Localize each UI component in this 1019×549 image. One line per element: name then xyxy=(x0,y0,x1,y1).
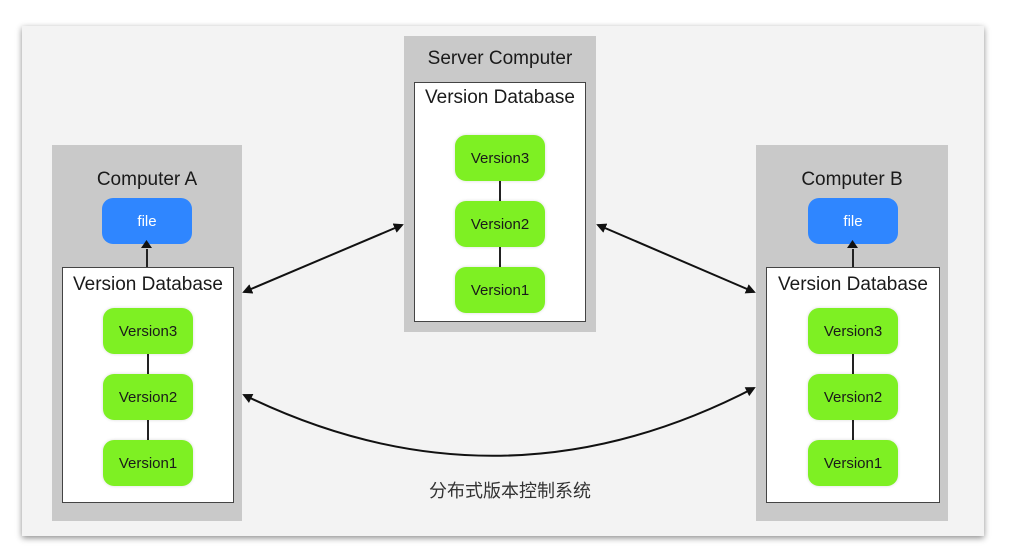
computer-b-version-database: Version Database Version3 Version2 Versi… xyxy=(766,267,940,503)
computer-b-connector-1 xyxy=(852,354,854,374)
server-db-title: Version Database xyxy=(425,87,575,108)
server-connector-1 xyxy=(499,181,501,201)
server-computer-panel: Server Computer Version Database Version… xyxy=(404,36,596,332)
computer-a-title: Computer A xyxy=(96,169,198,190)
server-version-3: Version3 xyxy=(455,135,545,181)
server-version-2: Version2 xyxy=(455,201,545,247)
server-computer-title: Server Computer xyxy=(427,48,573,69)
arrow-a-to-b xyxy=(242,387,756,457)
computer-b-file: file xyxy=(808,198,898,244)
computer-b-db-title: Version Database xyxy=(778,274,928,295)
computer-a-panel: Computer A file Version Database Version… xyxy=(52,145,242,521)
computer-a-db-title: Version Database xyxy=(73,274,223,295)
computer-a-version-3: Version3 xyxy=(103,308,193,354)
computer-b-connector-2 xyxy=(852,420,854,440)
computer-b-file-connector xyxy=(852,249,854,267)
computer-a-version-2: Version2 xyxy=(103,374,193,420)
server-version-database: Version Database Version3 Version2 Versi… xyxy=(414,82,586,322)
computer-b-version-3: Version3 xyxy=(808,308,898,354)
computer-a-version-1: Version1 xyxy=(103,440,193,486)
computer-a-file-connector xyxy=(146,249,148,267)
computer-b-title: Computer B xyxy=(801,169,903,190)
computer-b-version-2: Version2 xyxy=(808,374,898,420)
file-a-arrowhead xyxy=(141,240,152,248)
diagram-caption: 分布式版本控制系统 xyxy=(429,481,591,501)
computer-b-panel: Computer B file Version Database Version… xyxy=(756,145,948,521)
file-b-arrowhead xyxy=(847,240,858,248)
server-connector-2 xyxy=(499,247,501,267)
computer-a-connector-2 xyxy=(147,420,149,440)
server-version-1: Version1 xyxy=(455,267,545,313)
arrow-a-to-server xyxy=(242,223,404,294)
computer-a-file: file xyxy=(102,198,192,244)
computer-a-version-database: Version Database Version3 Version2 Versi… xyxy=(62,267,234,503)
computer-a-connector-1 xyxy=(147,354,149,374)
computer-b-version-1: Version1 xyxy=(808,440,898,486)
arrow-server-to-b xyxy=(596,223,756,294)
